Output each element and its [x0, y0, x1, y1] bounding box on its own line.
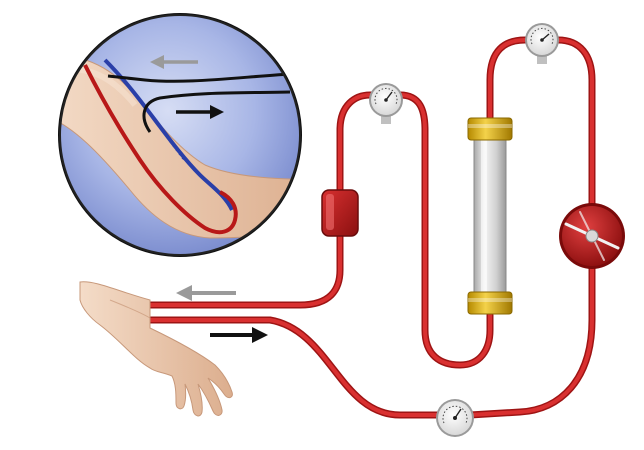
- arterial-needle: [107, 72, 291, 83]
- pressure-gauge-venous: [436, 399, 474, 437]
- flow-arrow-in: [210, 327, 268, 343]
- flow-arrow-out: [176, 285, 236, 301]
- venous-needle: [142, 90, 291, 133]
- venous-return-line: [146, 258, 596, 419]
- anastomosis-stitches: [169, 141, 189, 163]
- inset-arrow-in: [176, 105, 224, 119]
- inset-arrow-out: [150, 55, 198, 69]
- tubing-circuit: [146, 36, 596, 419]
- inset-fistula-detail: [58, 13, 302, 257]
- pressure-gauge-arterial: [369, 83, 403, 124]
- pressure-gauge-prepump: [525, 23, 559, 64]
- air-trap: [321, 189, 359, 237]
- patient-arm: [79, 281, 233, 417]
- dialyzer: [467, 117, 513, 315]
- blood-pump: [559, 203, 625, 269]
